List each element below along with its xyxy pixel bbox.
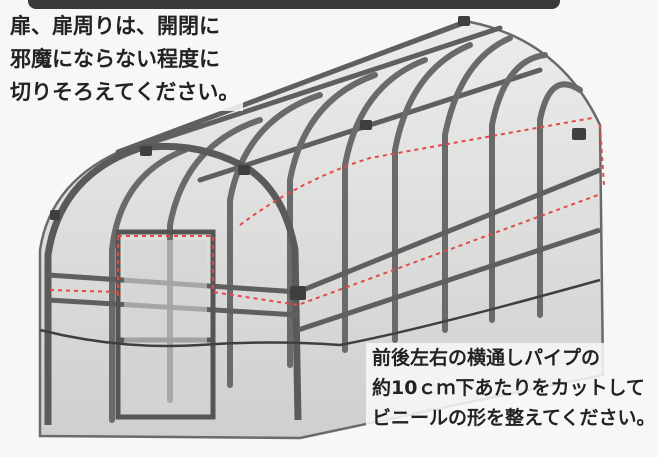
arch-pipes — [109, 35, 583, 423]
vinyl-edge — [39, 278, 601, 348]
door-note-line-3: 切りそろえてください。 — [10, 80, 240, 104]
door-note-line-2: 邪魔にならない程度に — [10, 47, 220, 71]
cut-note-line-1: 前後左右の横通しパイプの — [372, 347, 601, 369]
door-trim-note: 扉、扉周りは、開閉に 邪魔にならない程度に 切りそろえてください。 — [8, 10, 244, 111]
cut-guide-lines — [49, 117, 605, 307]
front-arch-pipe — [44, 142, 302, 425]
pipe-joints — [50, 16, 586, 300]
header-bar — [28, 0, 560, 9]
cut-note-line-3: ビニールの形を整えてください。 — [372, 407, 656, 429]
vinyl-cut-note: 前後左右の横通しパイプの 約10ｃｍ下あたりをカットして ビニールの形を整えてく… — [366, 343, 658, 433]
cut-note-line-2: 約10ｃｍ下あたりをカットして — [372, 377, 645, 399]
door-note-line-1: 扉、扉周りは、開閉に — [10, 14, 220, 38]
door-panel — [124, 240, 207, 410]
